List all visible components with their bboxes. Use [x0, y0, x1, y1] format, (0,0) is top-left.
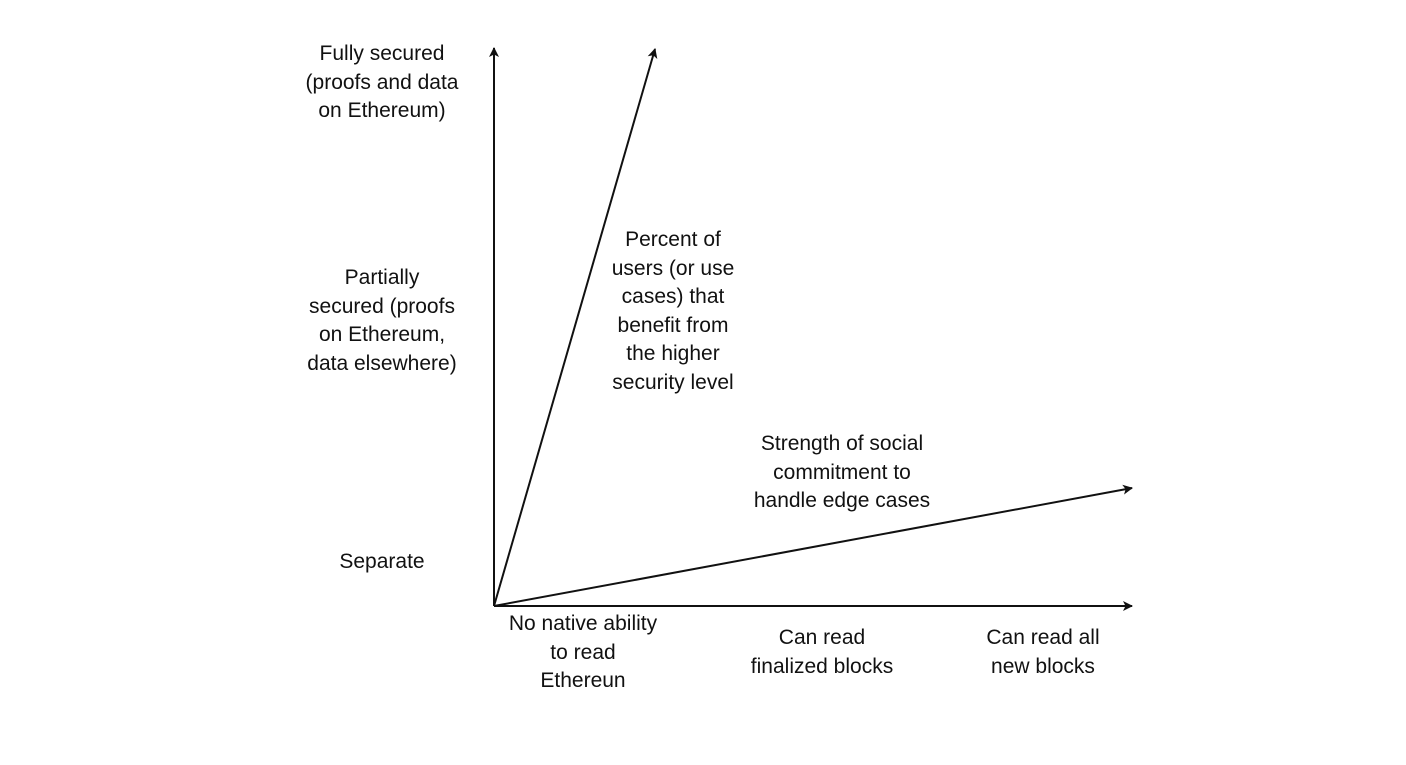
x-axis-label-no-native-ability: No native ability to read Ethereun [508, 612, 658, 692]
x-axis-label-finalized-blocks: Can read finalized blocks [750, 626, 894, 678]
y-axis-label-separate: Separate [339, 550, 425, 573]
y-axis-label-partially-secured: Partially secured (proofs on Ethereum, d… [307, 266, 457, 375]
shallow-axis-label-social-commitment: Strength of social commitment to handle … [753, 432, 931, 512]
y-axis-label-fully-secured: Fully secured (proofs and data on Ethere… [305, 42, 459, 122]
steep-diagonal-axis [493, 48, 658, 607]
steep-axis-label-users-percent: Percent of users (or use cases) that ben… [611, 228, 735, 394]
shallow-diagonal-axis [493, 484, 1133, 607]
x-axis-label-all-new-blocks: Can read all new blocks [986, 626, 1100, 678]
